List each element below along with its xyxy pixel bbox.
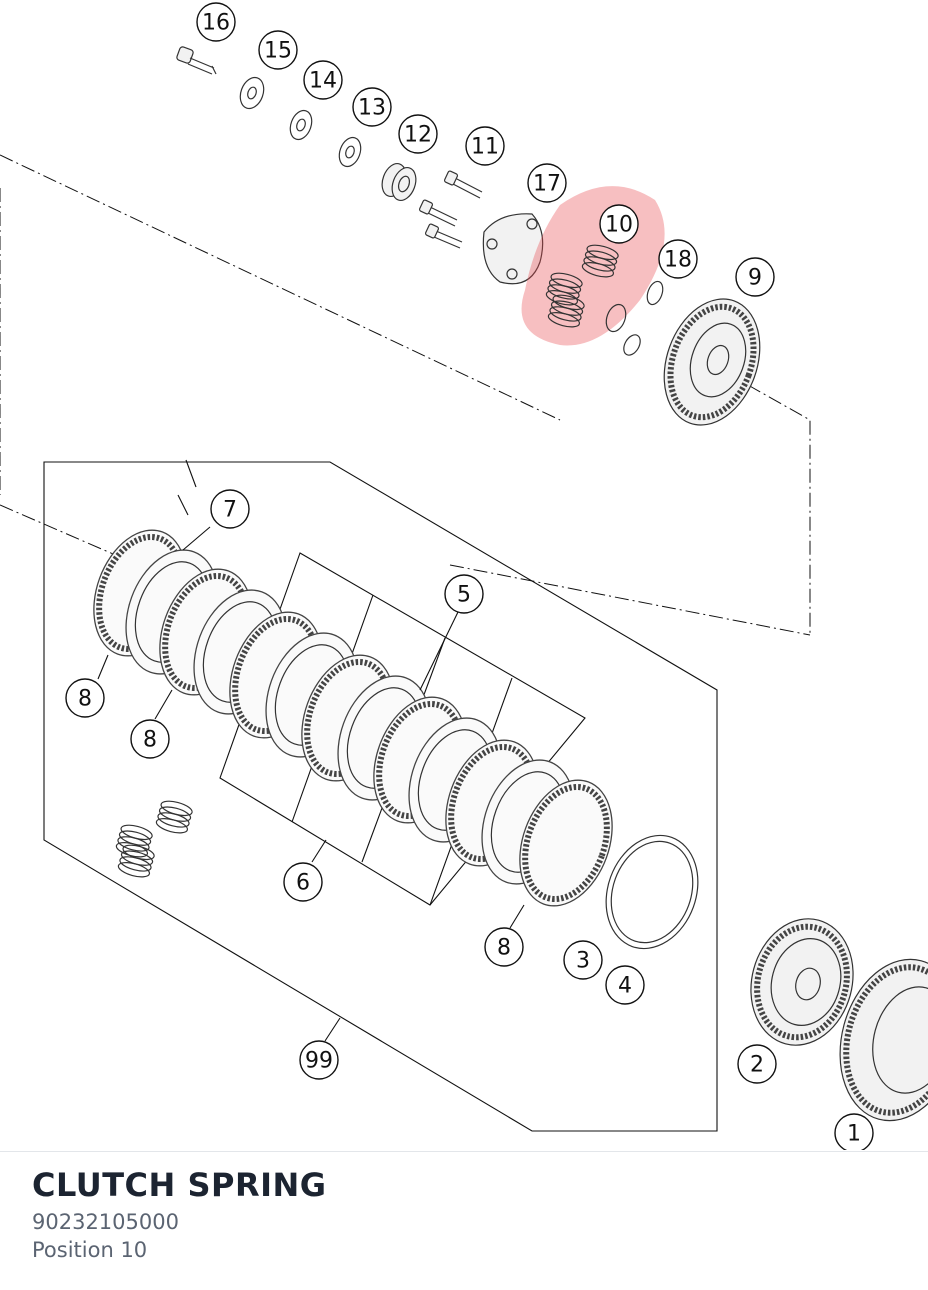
clutch-springs-part: [545, 244, 619, 328]
callout-18: 18: [658, 239, 698, 279]
callout-label: 2: [750, 1053, 764, 1078]
callout-label: 15: [264, 39, 292, 64]
damper-ring-part: [605, 834, 699, 950]
callout-label: 1: [847, 1122, 861, 1147]
pressure-plate-part: [663, 298, 761, 426]
callout-label: 8: [497, 936, 511, 961]
washer-part: [239, 76, 265, 110]
callout-8: 8: [484, 927, 524, 967]
callout-label: 18: [664, 248, 692, 273]
callout-1: 1: [834, 1113, 874, 1150]
kit-springs-part: [115, 800, 193, 878]
callout-6: 6: [283, 862, 323, 902]
callout-label: 7: [223, 498, 237, 523]
callout-label: 99: [305, 1049, 333, 1074]
clutch-plate-stack: [93, 529, 613, 907]
callout-label: 17: [533, 172, 561, 197]
leader-lines: [97, 459, 525, 1042]
callout-14: 14: [303, 60, 343, 100]
divider: [0, 1151, 928, 1152]
callout-7: 7: [210, 489, 250, 529]
part-position: Position 10: [32, 1238, 148, 1262]
callout-label: 9: [748, 266, 762, 291]
callout-9: 9: [735, 257, 775, 297]
callout-8: 8: [130, 719, 170, 759]
callout-label: 8: [143, 728, 157, 753]
callout-label: 14: [309, 69, 337, 94]
callout-8: 8: [65, 678, 105, 718]
friction-disc: [519, 779, 613, 907]
bolt-parts: [418, 170, 483, 249]
callout-17: 17: [527, 163, 567, 203]
washer-part: [338, 136, 362, 168]
hardware-parts: [176, 46, 483, 249]
highlight-blob: [521, 186, 665, 346]
callout-2: 2: [737, 1044, 777, 1084]
clutch-hub-part: [750, 918, 854, 1046]
clutch-basket-part: [839, 958, 928, 1122]
callout-4: 4: [605, 965, 645, 1005]
callout-label: 3: [576, 949, 590, 974]
callout-3: 3: [563, 940, 603, 980]
callout-label: 13: [358, 96, 386, 121]
callout-label: 4: [618, 974, 632, 999]
callout-bubbles: 16 15 14 13 12 11 17 10 18 9 7 5 8 8 6 8 3 4 99 2 1: [65, 2, 874, 1150]
callout-label: 5: [457, 583, 471, 608]
callout-label: 12: [404, 123, 432, 148]
callout-5: 5: [444, 574, 484, 614]
callout-99: 99: [299, 1040, 339, 1080]
callout-label: 10: [605, 213, 633, 238]
callout-10: 10: [599, 204, 639, 244]
callout-label: 6: [296, 871, 310, 896]
circlip-parts: [605, 280, 664, 356]
part-number: 90232105000: [32, 1210, 179, 1234]
callout-16: 16: [196, 2, 236, 42]
callout-label: 16: [202, 11, 230, 36]
retainer-plate-part: [482, 213, 544, 285]
callout-11: 11: [465, 126, 505, 166]
screw-part: [176, 46, 217, 75]
callout-label: 11: [471, 135, 499, 160]
washer-part: [289, 109, 313, 141]
callout-12: 12: [398, 114, 438, 154]
callout-label: 8: [78, 687, 92, 712]
callout-15: 15: [258, 30, 298, 70]
part-name: CLUTCH SPRING: [32, 1166, 327, 1204]
bearing-part: [381, 162, 417, 202]
callout-13: 13: [352, 87, 392, 127]
exploded-parts-diagram: 16 15 14 13 12 11 17 10 18 9 7 5 8 8 6 8 3 4 99 2 1: [0, 2, 928, 1150]
